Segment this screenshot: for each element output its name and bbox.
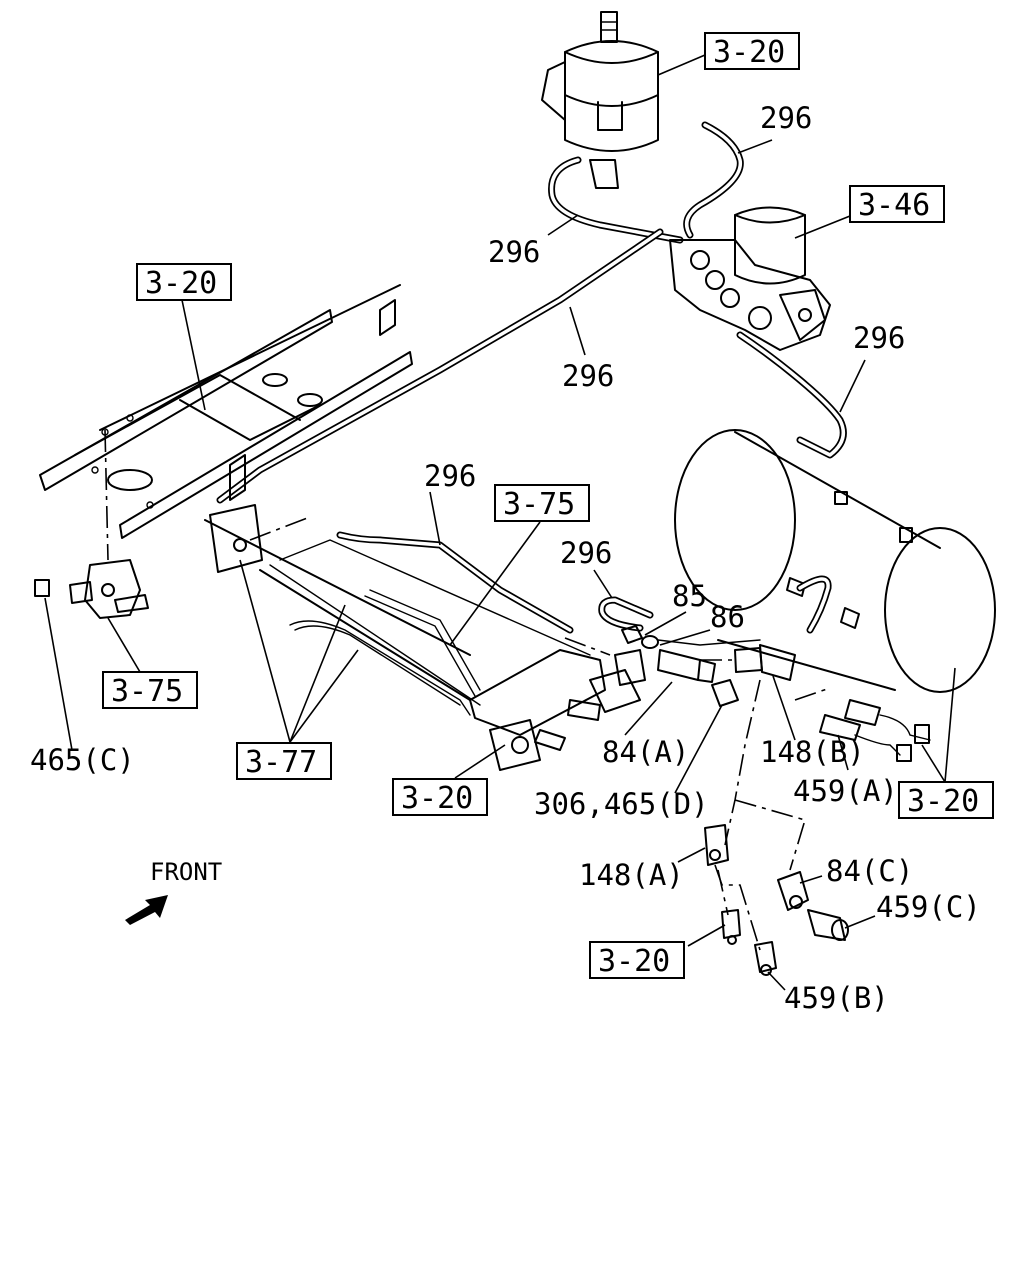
- leader-lines: [44, 54, 956, 991]
- ref-box-3-20-mid: [392, 778, 488, 816]
- ref-box-3-75-left: [102, 671, 198, 709]
- ref-3-20-bottom: 3-20: [598, 944, 670, 979]
- sensor-459a: [819, 699, 931, 762]
- ref-3-20-left: 3-20: [145, 266, 217, 301]
- ref-box-3-46: [849, 185, 945, 223]
- air-tank: [674, 429, 996, 693]
- ref-3-46: 3-46: [858, 188, 930, 223]
- ref-box-3-20-bottom: [589, 941, 685, 979]
- label-148a: 148(A): [579, 858, 684, 892]
- air-hose-296-tank: [736, 331, 847, 459]
- label-465c: 465(C): [30, 743, 135, 777]
- washer-86: [641, 635, 659, 649]
- label-front: FRONT: [150, 858, 222, 886]
- fitting-lower: [721, 909, 741, 945]
- elbow-148a: [704, 824, 729, 866]
- ref-box-3-20-right: [898, 781, 994, 819]
- ref-3-20-top: 3-20: [713, 35, 785, 70]
- label-86: 86: [710, 600, 745, 634]
- brake-pipe-assembly: [204, 504, 646, 771]
- sensor-459b: [754, 941, 777, 976]
- front-arrow-icon: [125, 895, 168, 925]
- ref-box-3-77: [236, 742, 332, 780]
- label-296-d: 296: [853, 321, 905, 355]
- ref-3-75-left: 3-75: [111, 674, 183, 709]
- label-84a: 84(A): [602, 735, 689, 769]
- air-dryer-valve-assembly: [669, 206, 831, 351]
- nut-85: [621, 625, 643, 644]
- connector-84c: [777, 871, 809, 911]
- ref-3-77: 3-77: [245, 745, 317, 780]
- air-line-296-long: [216, 228, 664, 504]
- label-459c: 459(C): [876, 890, 981, 924]
- ref-3-20-mid: 3-20: [401, 781, 473, 816]
- label-459b: 459(B): [784, 981, 889, 1015]
- label-296-e: 296: [424, 459, 476, 493]
- mount-bracket-left: [69, 559, 149, 619]
- label-85: 85: [672, 579, 707, 613]
- ref-box-3-20-left: [136, 263, 232, 301]
- fitting-306-465d: [711, 679, 739, 707]
- label-84c: 84(C): [826, 854, 913, 888]
- label-296-c: 296: [562, 359, 614, 393]
- label-296-f: 296: [560, 536, 612, 570]
- hose-clip-296: [598, 596, 654, 632]
- label-296-a: 296: [760, 101, 812, 135]
- label-296-b: 296: [488, 235, 540, 269]
- ref-3-20-right: 3-20: [907, 784, 979, 819]
- label-459a: 459(A): [793, 774, 898, 808]
- connector-84a: [657, 649, 716, 683]
- ref-box-3-20-top: [704, 32, 800, 70]
- ref-box-3-75-mid: [494, 484, 590, 522]
- chassis-frame: [39, 284, 413, 539]
- tee-148b: [734, 644, 796, 681]
- ref-3-75-mid: 3-75: [503, 487, 575, 522]
- air-hose-296-upper: [548, 121, 744, 244]
- sensor-459c: [807, 909, 849, 941]
- plug-465c: [34, 579, 50, 597]
- label-306-465d: 306,465(D): [534, 787, 709, 821]
- label-148b: 148(B): [760, 735, 865, 769]
- air-canister-top: [541, 11, 659, 189]
